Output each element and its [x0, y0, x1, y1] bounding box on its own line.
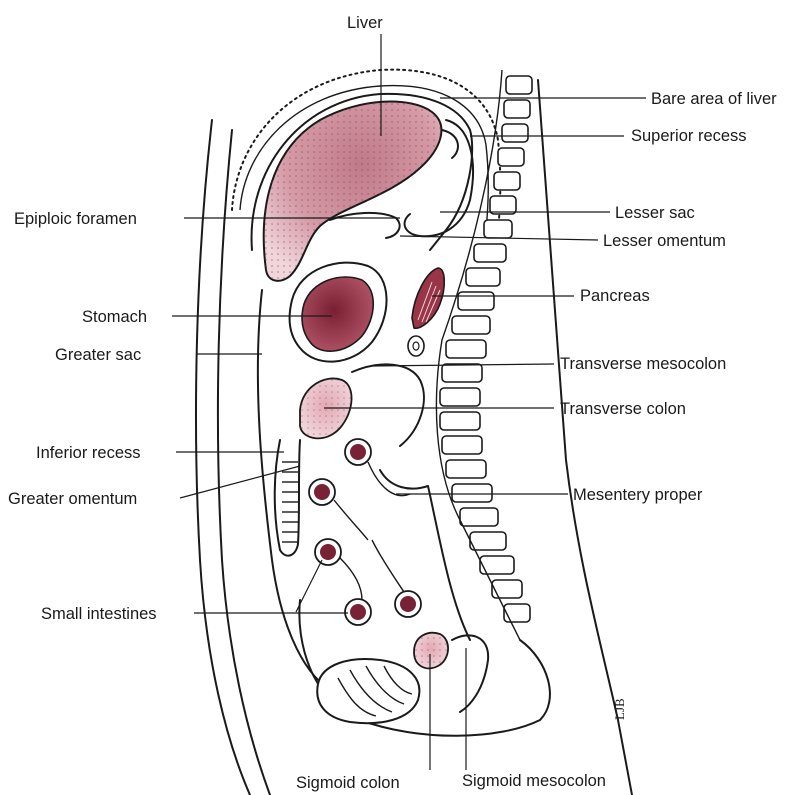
intestine-loop — [315, 539, 341, 565]
posterior-wall-outer — [538, 80, 632, 795]
artist-signature: LJB — [612, 698, 627, 720]
anterior-wall-outer — [196, 120, 250, 795]
label-lesser-sac: Lesser sac — [615, 204, 695, 222]
label-sigmoid-mesocolon: Sigmoid mesocolon — [462, 772, 606, 790]
label-transverse-mesocolon: Transverse mesocolon — [560, 355, 726, 373]
label-epiploic-foramen: Epiploic foramen — [14, 210, 137, 228]
label-mesentery-proper: Mesentery proper — [573, 486, 703, 504]
intestine-loop — [309, 479, 335, 505]
greater-omentum-rungs — [282, 462, 298, 542]
sigmoid-mesocolon-fold — [452, 635, 488, 712]
liver-texture — [264, 102, 442, 281]
intestine-loop — [395, 591, 421, 617]
intestine-loop — [345, 439, 371, 465]
lesser-omentum-fold — [330, 213, 400, 238]
label-transverse-colon: Transverse colon — [560, 400, 686, 418]
pancreas — [412, 268, 444, 328]
label-stomach: Stomach — [82, 308, 147, 326]
label-inferior-recess: Inferior recess — [36, 444, 141, 462]
label-sigmoid-colon: Sigmoid colon — [296, 774, 400, 792]
label-pancreas: Pancreas — [580, 287, 650, 305]
small-intestines — [309, 439, 421, 625]
label-liver: Liver — [347, 14, 383, 32]
greater-omentum-fold — [275, 440, 300, 556]
label-lesser-omentum: Lesser omentum — [603, 232, 726, 250]
label-bare-area-of-liver: Bare area of liver — [651, 90, 777, 108]
transverse-mesocolon-fold — [352, 364, 424, 446]
superior-recess-loop — [442, 130, 458, 158]
stomach — [302, 277, 373, 351]
label-small-intestines: Small intestines — [41, 605, 157, 623]
label-greater-sac: Greater sac — [55, 346, 141, 364]
label-greater-omentum: Greater omentum — [8, 490, 137, 508]
mesentery-strands — [334, 462, 410, 600]
intestine-loop — [345, 599, 371, 625]
vertebral-column — [440, 76, 532, 622]
label-superior-recess: Superior recess — [631, 127, 747, 145]
